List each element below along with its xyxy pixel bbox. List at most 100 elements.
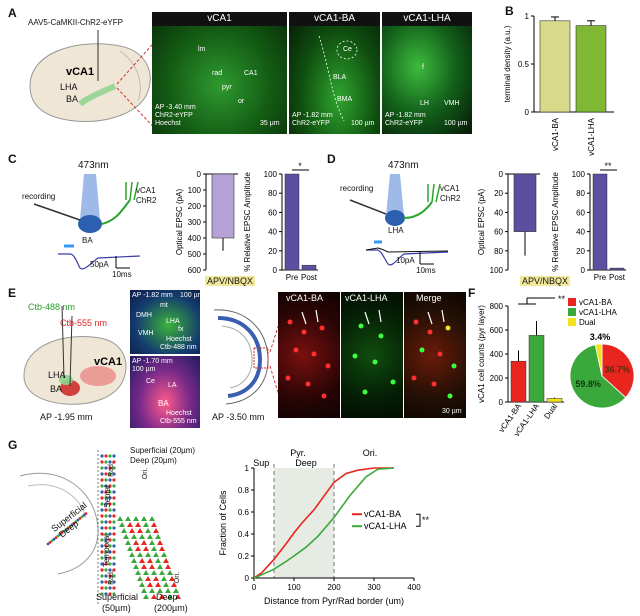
cell-dots	[352, 309, 396, 395]
cell-marker	[104, 568, 108, 572]
cell-marker	[100, 550, 104, 554]
y-tick-label: 80	[576, 189, 585, 198]
cell-marker	[100, 568, 104, 572]
cell-marker	[145, 552, 151, 557]
legend-swatch	[568, 308, 576, 316]
cell-marker	[141, 540, 147, 545]
cell-marker	[104, 472, 108, 476]
y-axis-label: terminal density (a.u.)	[503, 25, 512, 102]
region-label: VMH	[444, 100, 460, 107]
micrograph-title: vCA1-BA	[286, 293, 324, 303]
cell-marker	[76, 518, 80, 522]
y-tick-label: 40	[494, 208, 503, 217]
cell-marker	[133, 516, 139, 521]
schematic-label: (200µm)	[154, 603, 188, 613]
cell-marker	[56, 534, 60, 538]
cell-marker	[104, 544, 108, 548]
y-tick-label: 1	[525, 12, 530, 21]
cell-marker	[112, 454, 116, 458]
cell-marker	[70, 523, 74, 527]
micrograph-title: Merge	[416, 293, 442, 303]
ap-coordinate: AP -3.40 mm	[155, 104, 196, 111]
cell-marker	[104, 466, 108, 470]
bar	[211, 173, 235, 239]
brain-label-vca1: vCA1	[94, 356, 123, 368]
cell-marker	[100, 508, 104, 512]
y-tick-label: 100	[188, 186, 202, 195]
cell-marker	[157, 540, 163, 545]
cell-marker	[159, 546, 165, 551]
cell-marker	[163, 582, 169, 587]
cell-marker	[131, 558, 137, 563]
brain-label-ba: BA	[66, 94, 79, 104]
cell-marker	[100, 478, 104, 482]
y-tick-label: 0.5	[518, 60, 530, 69]
bar	[592, 173, 608, 271]
region-label: VMH	[138, 330, 154, 337]
legend-label: vCA1-LHA	[579, 308, 617, 317]
region-label: DMH	[136, 312, 152, 319]
x-tick-label: 400	[407, 583, 421, 592]
cell-marker	[171, 582, 177, 587]
y-tick-label: 0.6	[238, 508, 250, 517]
ap-coordinate: AP -3.50 mm	[212, 412, 265, 422]
x-tick-label: Post	[609, 273, 626, 282]
schematic-label: (50µm)	[102, 603, 131, 613]
cell-marker	[112, 508, 116, 512]
bar	[510, 360, 527, 403]
cell-marker	[100, 454, 104, 458]
brain-schematic-a	[29, 30, 161, 135]
micrograph-merge-overlay: Merge 30 µm	[404, 292, 466, 418]
significance-marker: **	[422, 515, 430, 525]
cell-marker	[78, 517, 82, 520]
region-label: BMA	[337, 96, 353, 103]
cell-marker	[112, 496, 116, 500]
cell-dots	[285, 309, 331, 399]
cell-marker	[112, 544, 116, 548]
cell-marker	[112, 484, 116, 488]
y-axis-label: Fraction of Cells	[218, 490, 228, 556]
region-label: fx	[178, 326, 184, 333]
cell-marker	[68, 525, 72, 528]
y-tick-label: 0	[499, 170, 504, 179]
bar	[513, 173, 537, 232]
cell-marker	[153, 528, 159, 533]
y-axis-label: % Relative EPSC Amplitude	[551, 172, 560, 272]
y-tick-label: 20	[494, 189, 503, 198]
scale-bar-x: 10ms	[416, 266, 436, 275]
cell-label: ChR2	[440, 194, 461, 203]
cell-marker	[100, 460, 104, 464]
scale-bar-label: 100 µm	[132, 366, 156, 373]
y-axis-label: % Relative EPSC Amplitude	[243, 172, 252, 272]
cell-marker	[145, 576, 151, 581]
cell-marker	[108, 496, 112, 500]
cell-marker	[108, 568, 112, 572]
x-tick-label: 200	[327, 583, 341, 592]
x-axis-label: Distance from Pyr/Rad border (um)	[264, 596, 404, 606]
region-label: LHA	[388, 226, 404, 235]
cell-marker	[108, 484, 112, 488]
cell-marker	[149, 564, 155, 569]
y-tick-label: 0	[525, 108, 530, 117]
cell-label: ChR2	[136, 196, 157, 205]
scale-bar-label: 100 µm	[351, 120, 375, 127]
y-tick-label: 0	[499, 398, 504, 407]
cell-marker	[104, 574, 108, 578]
y-tick-label: 200	[490, 374, 504, 383]
y-tick-label: 40	[576, 228, 585, 237]
cell-marker	[82, 513, 86, 517]
panel-label-b: B	[505, 4, 514, 18]
y-tick-label: 100	[264, 170, 278, 179]
pie-slice	[594, 343, 603, 377]
cell-marker	[104, 580, 108, 584]
cell-marker	[159, 594, 165, 599]
cell-marker	[112, 532, 116, 536]
x-tick-label: Dual	[542, 402, 559, 421]
micrograph-vca1-lha: vCA1-LHA f LH VMH AP -1.82 mm ChR2-eYFP …	[382, 12, 472, 134]
y-tick-label: 1	[245, 464, 250, 473]
region-label: CA1	[244, 70, 258, 77]
cell-marker	[161, 552, 167, 557]
panel-label-f: F	[468, 286, 476, 300]
cell-marker	[64, 528, 68, 531]
